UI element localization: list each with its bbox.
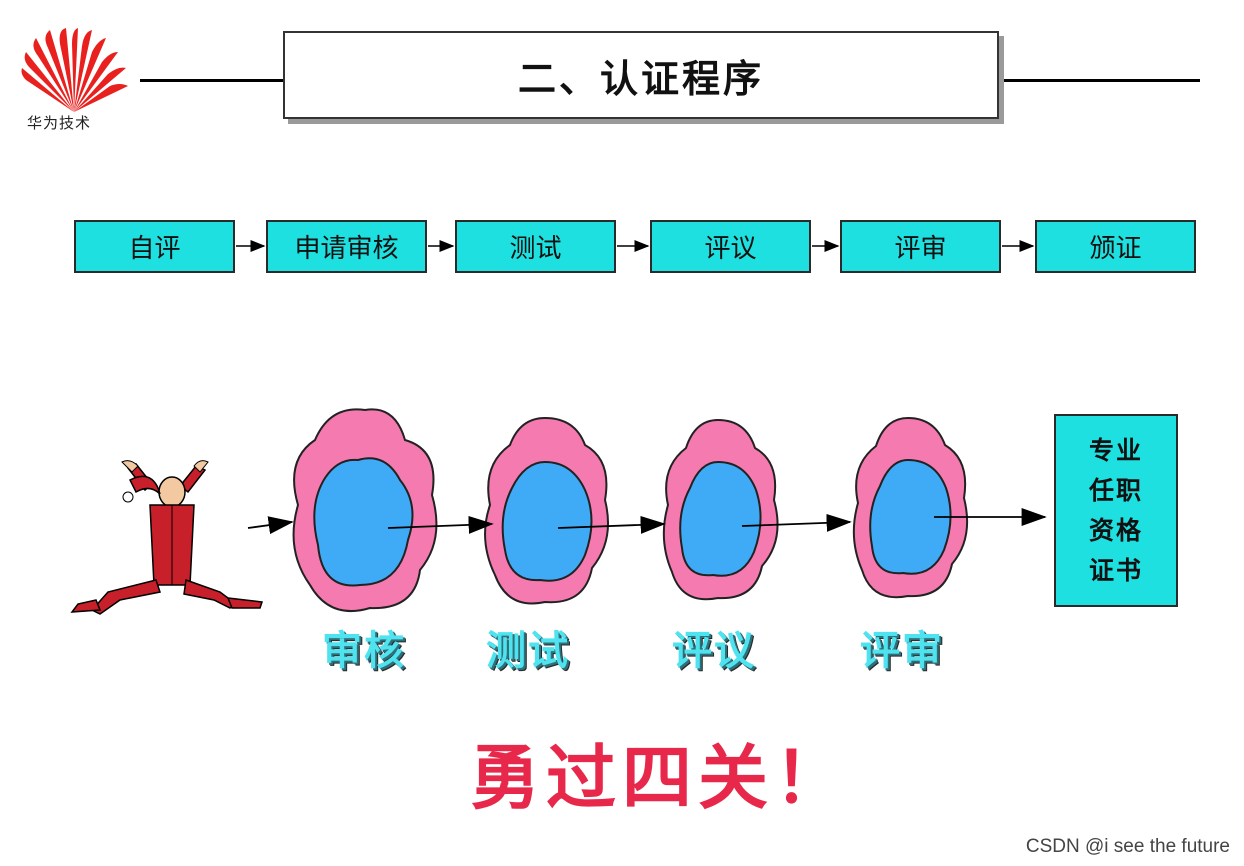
page-title: 二、认证程序: [517, 56, 764, 101]
step-certify: 颁证: [1035, 220, 1196, 273]
title-rule-left: [140, 79, 285, 82]
certificate-line: 专业: [1088, 435, 1143, 465]
jumping-santa-figure: [70, 460, 264, 615]
slogan: 勇过四关！: [470, 737, 850, 819]
step-review: 评审: [840, 220, 1001, 273]
gate-arrow-1: [387, 515, 494, 534]
certificate-line: 任职: [1088, 475, 1143, 505]
huawei-logo: [16, 28, 136, 138]
certificate-box: 专业 任职 资格 证书: [1054, 414, 1178, 607]
gate-cloud-test: [484, 416, 609, 605]
title-box: 二、认证程序: [283, 31, 999, 119]
watermark: CSDN @i see the future: [1025, 836, 1230, 857]
gate-cloud-final-review: [852, 416, 969, 599]
step-self-assessment: 自评: [74, 220, 235, 273]
gate-cloud-review: [292, 408, 438, 613]
title-rule-right: [1000, 79, 1200, 82]
certificate-line: 证书: [1088, 555, 1143, 585]
step-test: 测试: [455, 220, 616, 273]
gate-arrow-3: [741, 513, 852, 532]
gate-label-test: 测试: [486, 628, 570, 674]
gate-arrow-2: [557, 515, 666, 534]
step-evaluation: 评议: [650, 220, 811, 273]
certificate-line: 资格: [1088, 515, 1143, 545]
gate-cloud-evaluation: [662, 418, 779, 601]
gate-label-review: 审核: [322, 628, 406, 674]
gate-label-evaluation: 评议: [672, 628, 756, 674]
gate-label-final-review: 评审: [860, 628, 944, 674]
step-application-review: 申请审核: [266, 220, 427, 273]
entry-arrow: [247, 516, 294, 535]
logo-text: 华为技术: [27, 114, 92, 132]
logo-fan-icon: [21, 28, 128, 112]
